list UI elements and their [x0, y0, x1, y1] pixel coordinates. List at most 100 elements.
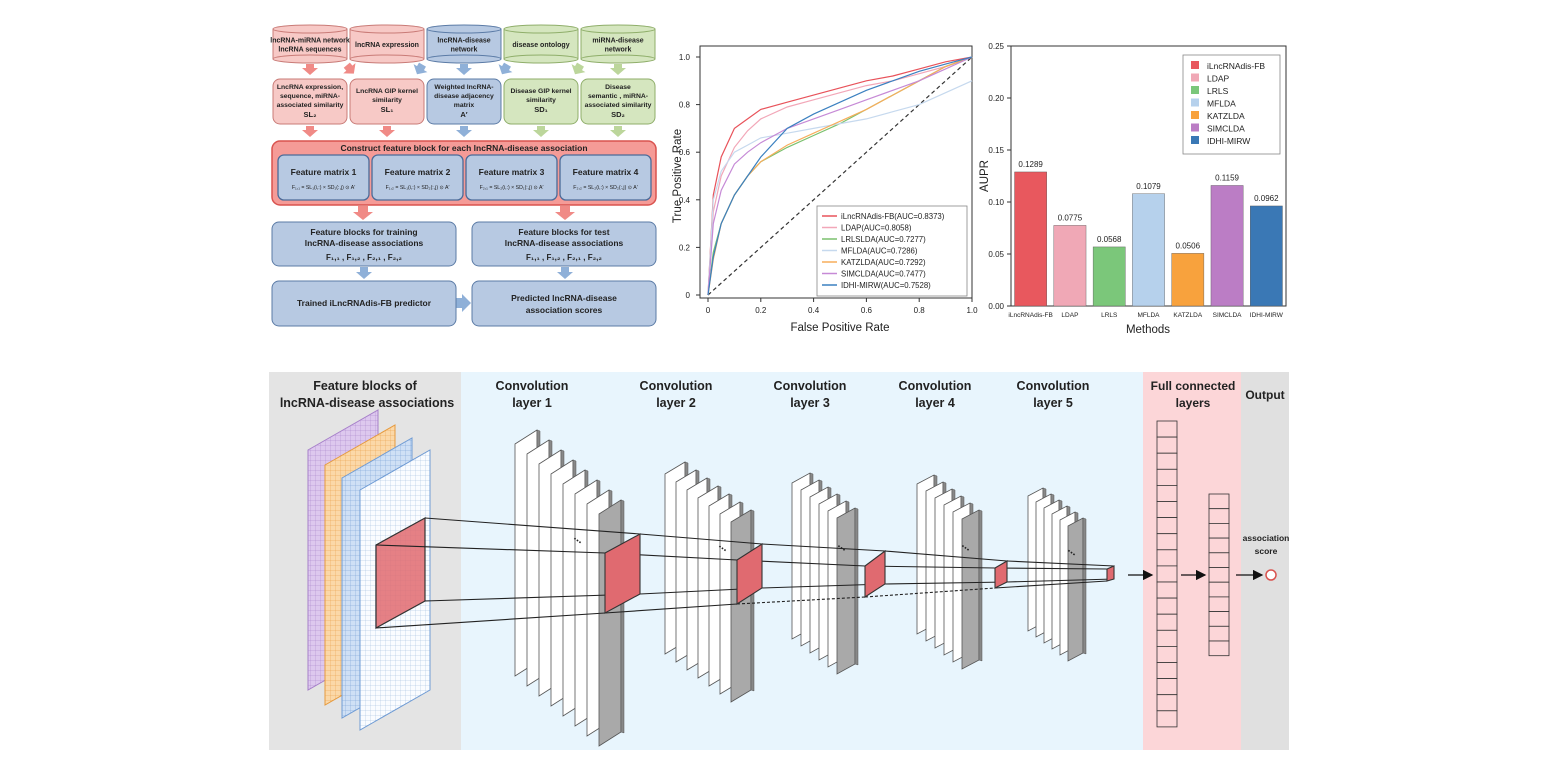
feature-matrix-title: Feature matrix 4 [573, 167, 639, 177]
similarity-symbol: SL₂ [304, 110, 317, 119]
fc-neuron [1208, 625, 1230, 642]
aupr-bar [1210, 185, 1244, 307]
fc-neuron [1208, 581, 1230, 598]
aupr-legend-swatch [1191, 73, 1199, 82]
roc-legend-label: MFLDA(AUC=0.7286) [841, 247, 918, 256]
feature-matrix-formula: F₂,₁ = SL₂(i,:) × SD₁(:,j) ⊙ A′ [480, 185, 544, 191]
fc-neuron [1208, 596, 1230, 613]
aupr-bar [1014, 171, 1047, 307]
roc-legend-label: iLncRNAdis-FB(AUC=0.8373) [841, 212, 945, 221]
feature-matrix-title: Feature matrix 1 [291, 167, 357, 177]
source-label: disease ontology [512, 42, 569, 49]
roc-xtick-label: 0 [706, 306, 711, 315]
source-label: lncRNA-miRNA network [270, 38, 350, 45]
roc-series-line [707, 56, 973, 296]
aupr-value-label: 0.1289 [1018, 160, 1043, 169]
conv-layer-title: Convolution [774, 379, 847, 393]
aupr-value-label: 0.0962 [1254, 194, 1279, 203]
similarity-label: disease adjacency [434, 93, 494, 100]
test-line-1: Feature blocks for test [518, 227, 609, 237]
feature-matrices: Feature matrix 1F₁,₁ = SL₁(i,:) × SD₁(:,… [277, 154, 652, 201]
roc-series-line [707, 56, 973, 296]
similarity-arrow [302, 126, 318, 137]
fc-neuron [1208, 508, 1230, 524]
fc-neuron [1156, 501, 1178, 519]
aupr-bar [1250, 205, 1283, 307]
block-arrows [356, 267, 573, 312]
roc-legend-label: SIMCLDA(AUC=0.7477) [841, 270, 926, 279]
output-label-2: score [1255, 546, 1278, 556]
fc-neuron [1208, 552, 1230, 568]
roc-legend: iLncRNAdis-FB(AUC=0.8373)LDAP(AUC=0.8058… [816, 205, 968, 297]
input-title-2: lncRNA-disease associations [280, 396, 454, 410]
similarity-arrow [456, 126, 472, 137]
fc-neuron [1208, 523, 1230, 539]
projection-lines [375, 517, 1115, 629]
aupr-bar [1092, 246, 1126, 307]
training-line-1: Feature blocks for training [310, 227, 417, 237]
roc-series [707, 56, 973, 296]
conv-layer-title: layer 5 [1033, 396, 1073, 410]
similarity-symbol: SL₁ [381, 105, 394, 114]
similarity-arrows [302, 126, 626, 137]
feature-matrix-title: Feature matrix 2 [385, 167, 451, 177]
conv-layer-title: Convolution [640, 379, 713, 393]
roc-ytick-label: 0.6 [679, 148, 691, 157]
similarity-row: LncRNA expression,sequence, miRNA-associ… [272, 78, 656, 125]
roc-xlabel: False Positive Rate [790, 322, 889, 334]
trained-predictor-box: Trained iLncRNAdis-FB predictor [271, 280, 457, 327]
similarity-label: LncRNA GIP kernel [356, 88, 418, 95]
roc-legend-label: KATZLDA(AUC=0.7292) [841, 258, 926, 267]
similarity-label: Disease [605, 84, 631, 91]
aupr-legend-label: SIMCLDA [1207, 124, 1245, 134]
roc-ytick-label: 0.4 [679, 196, 691, 205]
aupr-legend-label: MFLDA [1207, 99, 1236, 109]
similarity-label: associated similarity [277, 102, 344, 109]
aupr-value-label: 0.1079 [1136, 182, 1161, 191]
fc-neuron [1208, 493, 1230, 510]
feature-matrix-4: Feature matrix 4F₂,₂ = SL₂(i,:) × SD₂(:,… [559, 154, 652, 201]
training-feature-blocks: Feature blocks for training lncRNA-disea… [271, 221, 457, 267]
source-label: network [605, 47, 632, 54]
aupr-legend-swatch [1191, 136, 1199, 144]
source-arrow [498, 62, 513, 75]
similarity-label: Weighted lncRNA- [434, 84, 493, 91]
source-arrow [610, 64, 626, 75]
feature-matrix-2: Feature matrix 2F₁,₂ = SL₁(i,:) × SD₂(:,… [371, 154, 464, 201]
output-label-1: association [1243, 533, 1290, 543]
aupr-ytick-label: 0.25 [988, 42, 1004, 51]
aupr-chart: 0.000.050.100.150.200.25 0.1289iLncRNAdi… [979, 42, 1287, 336]
feature-map-edge [854, 507, 859, 666]
roc-ylabel: True Positive Rate [672, 129, 684, 223]
aupr-legend-swatch [1191, 98, 1199, 107]
roc-xtick-label: 0.8 [914, 306, 926, 315]
fc-neuron [1156, 710, 1178, 728]
conv4-patch [994, 560, 1008, 589]
roc-xtick-label: 0.2 [755, 306, 767, 315]
fc-neuron [1208, 537, 1230, 554]
source-arrow [302, 64, 318, 75]
feature-matrix-3: Feature matrix 3F₂,₁ = SL₂(i,:) × SD₁(:,… [465, 154, 558, 201]
aupr-value-label: 0.0775 [1058, 213, 1083, 222]
aupr-bars: 0.1289iLncRNAdis-FB0.0775LDAP0.0568LRLS0… [1008, 160, 1283, 319]
source-arrow [456, 64, 472, 75]
aupr-ytick-label: 0.05 [988, 250, 1004, 259]
similarity-2: Weighted lncRNA-disease adjacencymatrixA… [426, 78, 502, 125]
fc-title-1: Full connected [1151, 379, 1236, 393]
fc-neuron [1156, 581, 1178, 599]
fc-neuron [1156, 420, 1178, 438]
fc-neuron [1208, 640, 1230, 657]
fc-neuron [1156, 646, 1178, 663]
feature-map [836, 507, 856, 675]
aupr-bar [1053, 225, 1087, 307]
similarity-symbol: SD₁ [534, 105, 548, 114]
fc-neuron [1156, 549, 1178, 567]
feature-map-edge [1082, 517, 1087, 655]
